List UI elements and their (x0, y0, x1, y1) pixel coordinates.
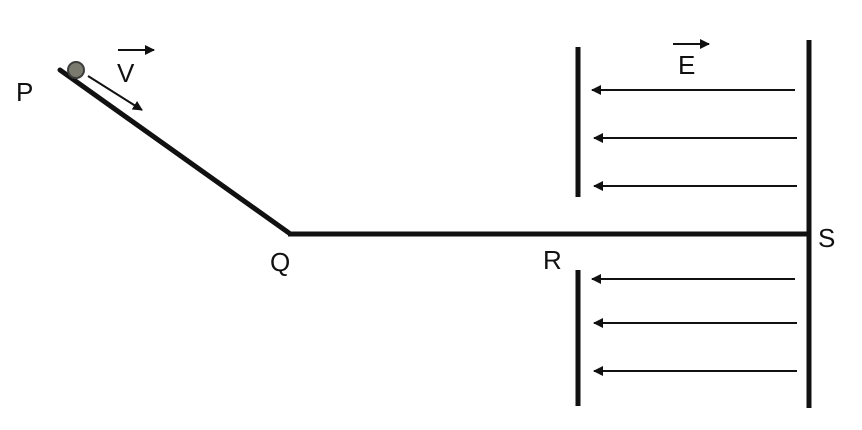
velocity-arrow (87, 75, 143, 111)
ball (67, 61, 85, 79)
field-arrows (591, 85, 797, 376)
incline-track (57, 67, 292, 236)
point-r-label: R (543, 245, 562, 275)
point-p-label: P (16, 77, 33, 107)
velocity-label: V (117, 58, 135, 88)
point-q-label: Q (270, 247, 290, 277)
field-label: E (678, 50, 695, 80)
point-s-label: S (818, 223, 835, 253)
